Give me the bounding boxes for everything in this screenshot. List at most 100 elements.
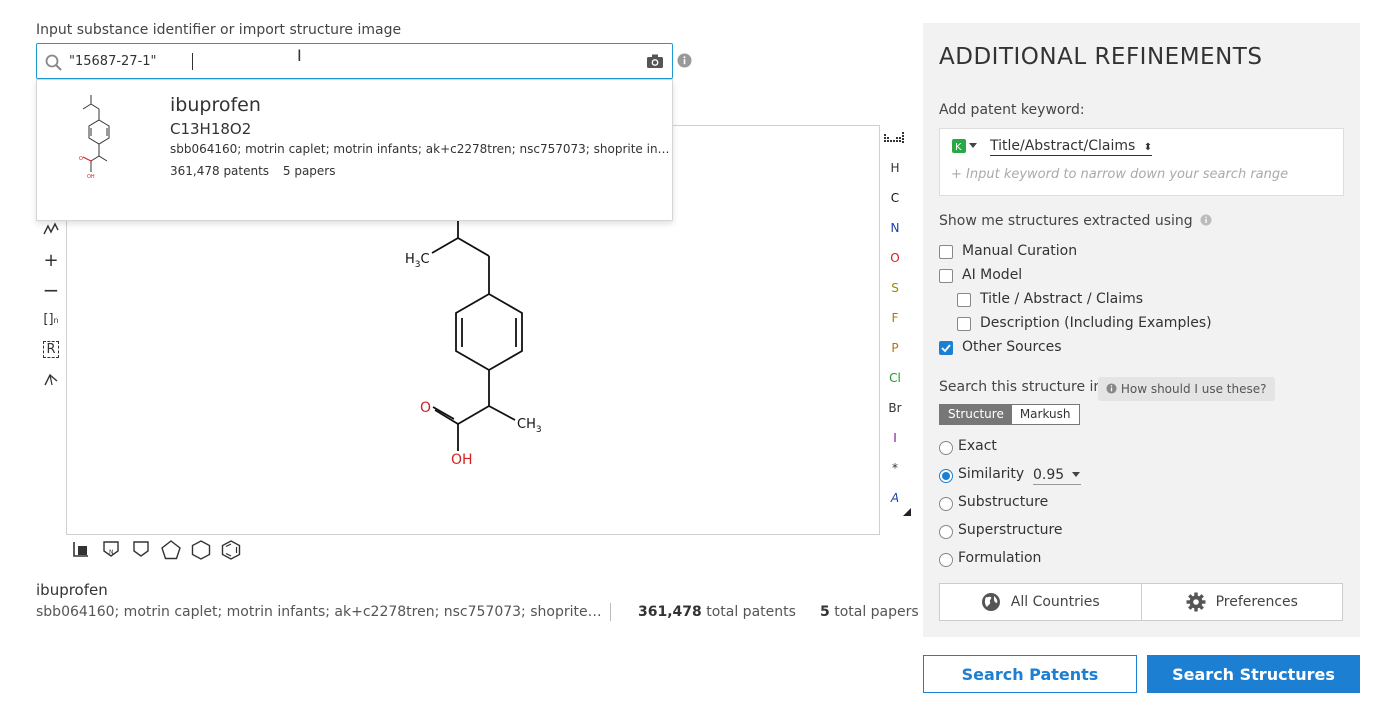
summary-patents[interactable]: 361,478 total patents (638, 604, 796, 620)
cyclobutane-icon[interactable] (132, 540, 150, 562)
radio-formulation[interactable] (939, 553, 953, 567)
atom-button-any[interactable]: * (883, 461, 907, 475)
atom-button-h[interactable]: H (883, 161, 907, 175)
radio-label: Similarity (958, 466, 1024, 482)
cyclopentane-icon[interactable] (161, 540, 181, 564)
sort-arrows-icon: ⬍ (1144, 142, 1152, 153)
svg-text:OH: OH (87, 174, 95, 180)
atom-button-i[interactable]: I (883, 431, 907, 445)
checkbox-label: Other Sources (962, 339, 1062, 355)
atom-button-a[interactable]: A (883, 491, 907, 505)
structure-markush-toggle[interactable]: Structure Markush (939, 404, 1080, 425)
chain-tool-icon[interactable] (40, 222, 62, 240)
caret-down-icon (969, 143, 979, 149)
atom-button-n[interactable]: N (883, 221, 907, 235)
keyword-scope-select[interactable]: Title/Abstract/Claims ⬍ (990, 138, 1152, 156)
keyword-type-icon: K (952, 139, 966, 153)
radio-substructure[interactable] (939, 497, 953, 511)
keyword-input[interactable]: + Input keyword to narrow down your sear… (951, 167, 1288, 182)
search-structures-button[interactable]: Search Structures (1147, 655, 1360, 693)
periodic-table-icon[interactable] (883, 132, 907, 147)
keyword-box[interactable]: K Title/Abstract/Claims ⬍ + Input keywor… (939, 128, 1344, 196)
checkbox-other-sources[interactable] (939, 341, 953, 355)
search-input[interactable]: "15687-27-1" (36, 43, 673, 79)
result-name[interactable]: ibuprofen (170, 94, 261, 116)
keyword-scope-value: Title/Abstract/Claims (990, 138, 1135, 154)
keyword-type-dropdown[interactable]: K (952, 139, 979, 153)
atom-button-p[interactable]: P (883, 341, 907, 355)
result-counts: 361,478 patents 5 papers (170, 164, 336, 178)
search-in-label: Search this structure in: (939, 379, 1107, 395)
atom-button-f[interactable]: F (883, 311, 907, 325)
result-patents-count: 361,478 patents (170, 164, 269, 178)
checkbox-label: Description (Including Examples) (980, 315, 1212, 331)
preferences-label: Preferences (1216, 594, 1298, 610)
svg-text:N: N (109, 549, 114, 556)
atom-label-oh: OH (451, 452, 473, 468)
checkbox-ai-model[interactable] (939, 269, 953, 283)
checkbox-title-abstract-claims[interactable] (957, 293, 971, 307)
countries-button[interactable]: All Countries (940, 584, 1141, 620)
howto-help-button[interactable]: How should I use these? (1098, 377, 1275, 401)
text-cursor-icon: I (297, 46, 302, 65)
camera-icon[interactable] (646, 53, 664, 69)
benzene-icon[interactable] (221, 540, 241, 564)
bond-tool-icon[interactable] (40, 372, 62, 390)
extract-label: Show me structures extracted using (939, 213, 1212, 229)
options-bar: All Countries Preferences (939, 583, 1343, 621)
summary-papers-number: 5 (820, 604, 830, 620)
similarity-threshold-select[interactable]: 0.95 (1033, 467, 1081, 485)
atom-button-cl[interactable]: Cl (883, 371, 907, 385)
svg-text:K: K (955, 142, 962, 153)
radio-label: Formulation (958, 550, 1041, 566)
result-formula: C13H18O2 (170, 120, 251, 138)
result-papers-count: 5 papers (283, 164, 336, 178)
summary-patents-text: total patents (706, 604, 796, 620)
autocomplete-dropdown[interactable]: O OH ibuprofen C13H18O2 sbb064160; motri… (36, 79, 673, 221)
atom-label-o: O (420, 400, 431, 416)
bracket-n-icon[interactable]: []n (40, 312, 62, 327)
search-icon (45, 54, 63, 72)
atom-button-o[interactable]: O (883, 251, 907, 265)
howto-text: How should I use these? (1121, 382, 1267, 396)
resize-corner-icon (903, 508, 911, 516)
charge-plus-icon[interactable]: + (40, 250, 62, 271)
search-label: Input substance identifier or import str… (36, 22, 401, 38)
summary-papers-text: total papers (834, 604, 918, 620)
amino-acid-template-icon[interactable]: N (102, 540, 120, 562)
checkbox-manual-curation[interactable] (939, 245, 953, 259)
gear-icon (1186, 592, 1206, 612)
info-icon (1106, 383, 1117, 394)
countries-label: All Countries (1011, 594, 1100, 610)
atom-button-c[interactable]: C (883, 191, 907, 205)
summary-patents-number: 361,478 (638, 604, 702, 620)
panel-title: ADDITIONAL REFINEMENTS (939, 44, 1262, 70)
info-icon[interactable] (677, 53, 692, 68)
r-group-icon[interactable]: R (40, 342, 62, 357)
radio-similarity[interactable] (939, 469, 953, 483)
keyword-label: Add patent keyword: (939, 102, 1085, 118)
atom-button-s[interactable]: S (883, 281, 907, 295)
checkbox-description[interactable] (957, 317, 971, 331)
svg-text:O: O (79, 156, 83, 162)
radio-label: Substructure (958, 494, 1048, 510)
summary-papers[interactable]: 5 total papers (820, 604, 919, 620)
divider (610, 603, 611, 621)
radio-exact[interactable] (939, 441, 953, 455)
extract-label-text: Show me structures extracted using (939, 213, 1193, 229)
info-icon[interactable] (1200, 214, 1212, 226)
tab-markush[interactable]: Markush (1012, 405, 1079, 424)
radio-superstructure[interactable] (939, 525, 953, 539)
template-library-icon[interactable] (72, 540, 90, 562)
cyclohexane-icon[interactable] (191, 540, 211, 564)
charge-minus-icon[interactable]: − (40, 278, 62, 302)
search-patents-button[interactable]: Search Patents (923, 655, 1137, 693)
globe-icon (981, 592, 1001, 612)
search-input-value: "15687-27-1" (69, 54, 157, 69)
tab-structure[interactable]: Structure (940, 405, 1012, 424)
preferences-button[interactable]: Preferences (1141, 584, 1343, 620)
atom-button-br[interactable]: Br (883, 401, 907, 415)
result-synonyms: sbb064160; motrin caplet; motrin infants… (170, 142, 670, 156)
structure-thumbnail: O OH (73, 90, 123, 190)
summary-name: ibuprofen (36, 581, 108, 599)
